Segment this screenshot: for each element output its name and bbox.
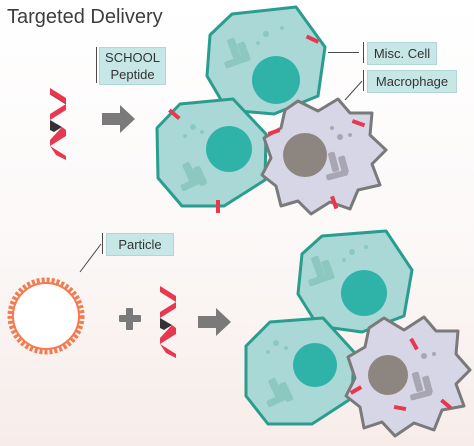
misc-cell-leader-tick: [363, 42, 364, 63]
misc-cell-label-text: Misc. Cell: [373, 46, 431, 61]
macrophage-top: [260, 97, 388, 216]
receptor: [440, 398, 452, 410]
receptor: [349, 385, 363, 395]
misc-cell-bottom-top: [296, 229, 414, 334]
school-peptide-label-line1: SCHOOL: [105, 50, 160, 65]
organelle: [410, 371, 433, 401]
receptor: [267, 128, 281, 136]
receptor: [168, 108, 181, 121]
nucleus: [293, 343, 337, 387]
school-peptide-label-line2: Peptide: [110, 67, 155, 82]
receptor: [216, 200, 220, 213]
organelle: [180, 161, 208, 192]
peptide-helix-icon: [160, 286, 176, 358]
receptor: [351, 119, 366, 128]
diagram-title: Targeted Delivery: [7, 6, 163, 28]
plus-icon: [119, 308, 141, 330]
arrow-right-icon: [102, 105, 135, 133]
nucleus: [206, 126, 252, 172]
particle-label: Particle: [106, 233, 174, 256]
macrophage-label: Macrophage: [367, 70, 457, 93]
organelle: [224, 37, 251, 69]
nucleus: [341, 270, 387, 316]
receptor: [305, 34, 320, 44]
school-peptide-label: SCHOOL Peptide: [99, 47, 166, 85]
particle-leader-line: [79, 243, 102, 273]
particle-leader-tick: [102, 233, 103, 254]
misc-cell-leader-line: [328, 52, 359, 53]
arrow-right-icon: [198, 308, 231, 336]
nucleus: [252, 56, 300, 104]
macrophage-leader-line: [344, 80, 363, 101]
nucleus: [283, 133, 327, 177]
particle-label-text: Particle: [118, 237, 162, 252]
macrophage-bottom: [344, 315, 472, 438]
particle-icon: [7, 277, 85, 355]
misc-cell-label: Misc. Cell: [367, 42, 437, 65]
organelle: [266, 377, 294, 408]
macrophage-label-text: Macrophage: [375, 74, 449, 89]
misc-cell-top: [205, 5, 327, 116]
macrophage-leader-tick: [363, 70, 364, 91]
organelle: [308, 255, 335, 287]
organelle: [326, 151, 349, 181]
receptor: [393, 404, 407, 412]
peptide-helix-icon: [49, 88, 67, 160]
misc-cell-left: [155, 97, 268, 213]
misc-cell-bottom-left: [244, 316, 356, 426]
nucleus: [368, 355, 408, 395]
receptor: [409, 337, 419, 351]
receptor: [330, 195, 339, 210]
school-peptide-leader-line: [96, 47, 97, 83]
